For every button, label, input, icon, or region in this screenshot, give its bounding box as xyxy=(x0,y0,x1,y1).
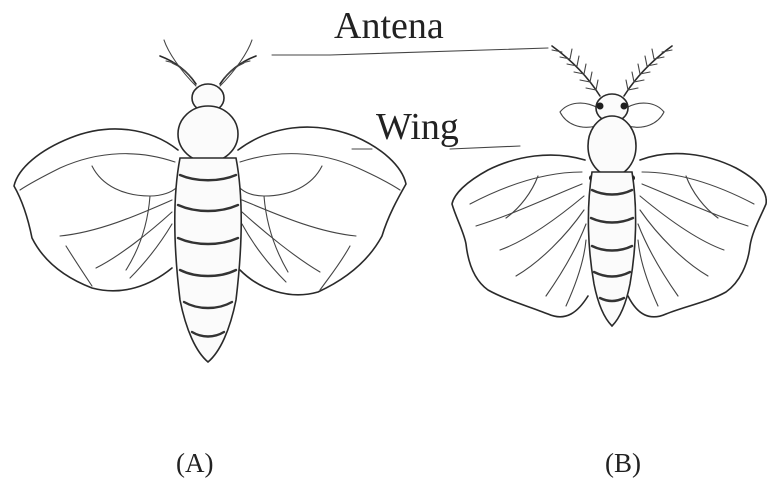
moth-b-antenna-right xyxy=(624,46,672,96)
moth-b-thorax xyxy=(588,116,636,176)
moth-b-antenna-left xyxy=(552,46,600,96)
antenna-label: Antena xyxy=(334,4,444,48)
moth-a-left-wing xyxy=(14,129,178,291)
moth-a-right-wing xyxy=(238,127,406,295)
moth-a-thorax xyxy=(178,106,238,162)
moth-a-abdomen xyxy=(175,158,242,362)
wing-label: Wing xyxy=(376,105,459,149)
moth-b-right-wing xyxy=(628,154,766,317)
moth-a-label: (A) xyxy=(176,448,213,479)
moth-b xyxy=(452,46,766,326)
moth-b-label: (B) xyxy=(605,448,641,479)
moth-a xyxy=(14,40,406,362)
antenna-leader-lines xyxy=(272,48,548,55)
moth-b-left-wing xyxy=(452,155,588,317)
